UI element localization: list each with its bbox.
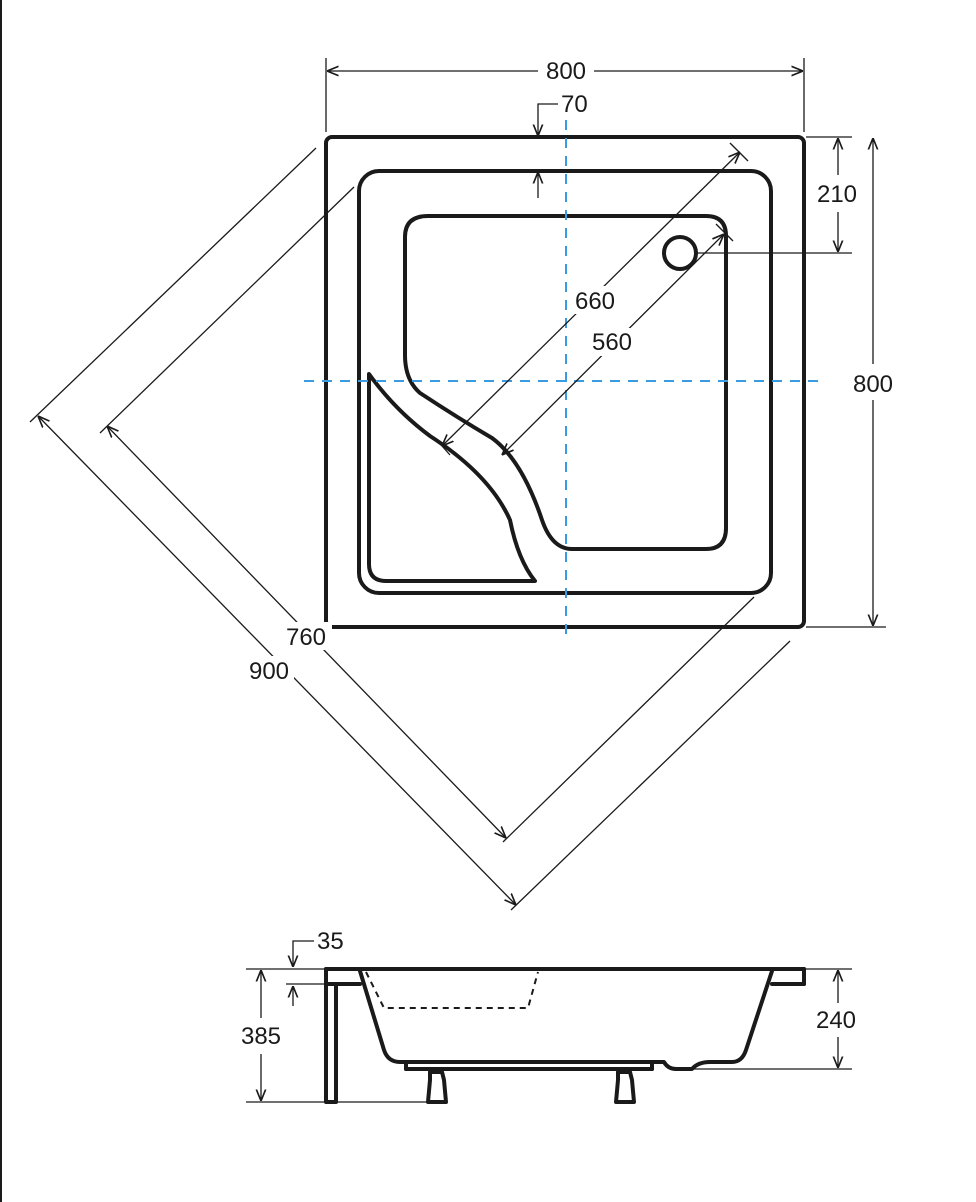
dim-side-rim: 35 xyxy=(317,928,344,955)
side-basin-body xyxy=(358,969,774,1071)
side-foot-left xyxy=(426,1070,448,1104)
side-foot-right xyxy=(614,1070,636,1104)
dim-edge-outer: 900 xyxy=(249,658,289,685)
dim-diagonal-outer: 660 xyxy=(575,288,615,315)
top-view: 800 70 210 800 660 560 76 xyxy=(29,58,893,911)
dim-top-width: 800 xyxy=(546,58,586,85)
dim-offset-right: 210 xyxy=(817,181,857,208)
dim-side-depth: 240 xyxy=(816,1007,856,1034)
dim-right-height: 800 xyxy=(853,371,893,398)
side-seat-dashed xyxy=(365,971,539,1009)
dim-side-height: 385 xyxy=(241,1023,281,1050)
side-view: 35 385 240 xyxy=(241,928,856,1104)
drain-circle xyxy=(662,235,698,271)
basin-outline xyxy=(403,214,728,551)
seat-outline xyxy=(367,372,537,583)
dim-rim: 70 xyxy=(561,91,588,118)
dim-diagonal-inner: 560 xyxy=(592,329,632,356)
dim-edge-inner: 760 xyxy=(286,624,326,651)
side-panel xyxy=(324,982,338,1104)
